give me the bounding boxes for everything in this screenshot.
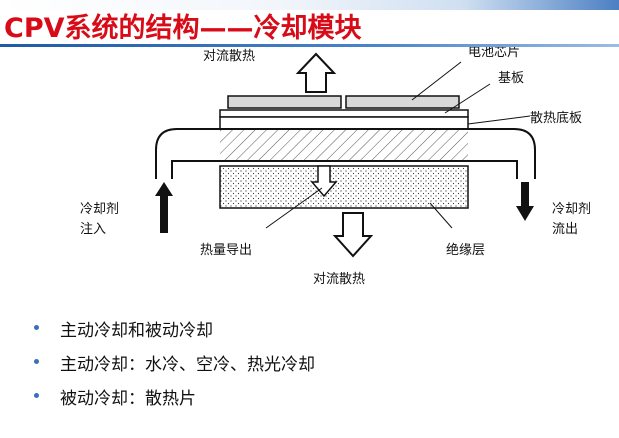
substrate-layer: [219, 109, 469, 118]
coolant-channel: [220, 129, 468, 161]
coolant-pipe-inner: [171, 160, 518, 179]
bullet-marker: [34, 359, 39, 364]
coolant-in-arrow: [155, 182, 173, 233]
label-heat-sink-base: 散热底板: [530, 110, 582, 126]
solar-cell-left: [227, 95, 342, 109]
label-coolant-out-2: 流出: [552, 222, 578, 237]
solar-cell-right: [345, 95, 460, 109]
leader-insulation: [429, 202, 453, 229]
label-coolant-in-1: 冷却剂: [80, 202, 119, 217]
label-coolant-out-1: 冷却剂: [552, 202, 591, 217]
leader-heat-conduction: [265, 187, 323, 229]
bullet-text: 被动冷却：散热片: [60, 389, 196, 409]
label-heat-conduction: 热量导出: [200, 243, 252, 258]
bullet-marker: [34, 325, 39, 330]
label-coolant-in-2: 注入: [80, 222, 106, 237]
bullet-text: 主动冷却和被动冷却: [60, 321, 213, 341]
label-solar-cell: 电池芯片: [468, 47, 520, 60]
leader-substrate: [444, 83, 491, 114]
heat-conduction-arrow: [310, 165, 338, 198]
convection-down-arrow: [332, 212, 374, 258]
coolant-out-arrow: [516, 182, 534, 221]
convection-up-arrow: [295, 52, 337, 93]
title-underline: [0, 44, 619, 47]
leader-solar-cell: [411, 61, 462, 101]
heat-sink-base: [219, 116, 469, 130]
label-convection-bottom: 对流散热: [313, 272, 365, 287]
label-convection-top: 对流散热: [203, 49, 255, 64]
slide-title: CPV系统的结构——冷却模块: [4, 13, 362, 44]
bullet-marker: [34, 393, 39, 398]
label-substrate: 基板: [498, 71, 524, 86]
label-insulation: 绝缘层: [446, 242, 485, 258]
cooling-module-diagram: 对流散热 电池芯片 基板 散热底板 冷却剂 注入 冷却剂 流出 热量导出 绝缘层…: [80, 47, 591, 287]
header-gradient-bar: [0, 0, 619, 10]
leader-heat-sink: [467, 115, 531, 125]
bullet-text: 主动冷却：水冷、空冷、热光冷却: [60, 355, 315, 375]
coolant-pipe-outer: [155, 128, 536, 179]
insulation-block: [219, 165, 469, 209]
